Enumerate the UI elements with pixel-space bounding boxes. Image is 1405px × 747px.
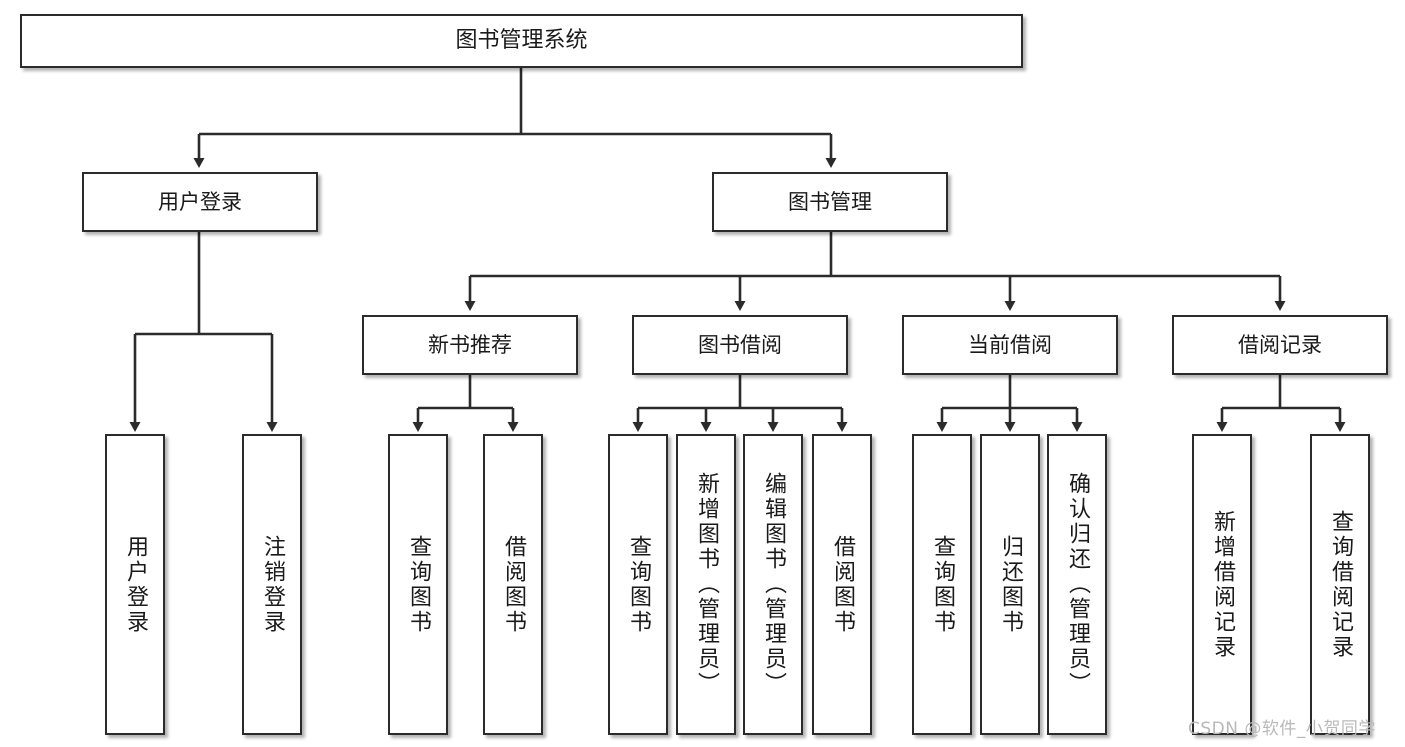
node-leaf-borrow-book-2[interactable]: 借阅图书 <box>812 434 872 735</box>
node-book-borrow-label: 图书借阅 <box>698 332 782 357</box>
node-leaf-query-record-label: 查询借阅记录 <box>1328 509 1353 660</box>
node-root[interactable]: 图书管理系统 <box>20 14 1023 68</box>
node-leaf-add-record[interactable]: 新增借阅记录 <box>1192 434 1252 735</box>
csdn-watermark: CSDN @软件_小贺同学 <box>1188 719 1376 739</box>
node-book-manage-label: 图书管理 <box>788 189 872 214</box>
node-leaf-query-book-3[interactable]: 查询图书 <box>912 434 972 735</box>
node-leaf-borrow-book-1-label: 借阅图书 <box>501 534 526 635</box>
node-leaf-add-record-label: 新增借阅记录 <box>1210 509 1235 660</box>
node-leaf-user-logout[interactable]: 注销登录 <box>242 434 302 735</box>
node-leaf-add-book-label: 新增图书（管理员） <box>694 472 719 697</box>
node-leaf-query-book-2[interactable]: 查询图书 <box>608 434 668 735</box>
node-new-book-recommend[interactable]: 新书推荐 <box>362 315 578 375</box>
node-leaf-query-book-2-label: 查询图书 <box>626 534 651 635</box>
node-leaf-return-book[interactable]: 归还图书 <box>980 434 1040 735</box>
node-leaf-query-book-1-label: 查询图书 <box>406 534 431 635</box>
node-current-borrow-label: 当前借阅 <box>968 332 1052 357</box>
node-leaf-return-book-label: 归还图书 <box>998 534 1023 635</box>
node-leaf-confirm-return-label: 确认归还（管理员） <box>1065 472 1090 697</box>
node-leaf-edit-book-label: 编辑图书（管理员） <box>761 472 786 697</box>
node-leaf-borrow-book-1[interactable]: 借阅图书 <box>483 434 543 735</box>
node-user-login-label: 用户登录 <box>158 189 242 214</box>
node-book-manage[interactable]: 图书管理 <box>712 172 948 232</box>
node-leaf-user-login-label: 用户登录 <box>123 534 148 635</box>
node-book-borrow[interactable]: 图书借阅 <box>632 315 848 375</box>
node-leaf-add-book[interactable]: 新增图书（管理员） <box>676 434 736 735</box>
node-root-label: 图书管理系统 <box>455 28 588 54</box>
node-leaf-confirm-return[interactable]: 确认归还（管理员） <box>1047 434 1107 735</box>
node-user-login[interactable]: 用户登录 <box>82 172 318 232</box>
node-new-book-recommend-label: 新书推荐 <box>428 332 512 357</box>
node-leaf-user-login[interactable]: 用户登录 <box>105 434 165 735</box>
node-leaf-query-book-3-label: 查询图书 <box>930 534 955 635</box>
node-borrow-record-label: 借阅记录 <box>1238 332 1322 357</box>
node-leaf-query-book-1[interactable]: 查询图书 <box>388 434 448 735</box>
node-leaf-user-logout-label: 注销登录 <box>260 534 285 635</box>
node-borrow-record[interactable]: 借阅记录 <box>1172 315 1388 375</box>
node-current-borrow[interactable]: 当前借阅 <box>902 315 1118 375</box>
node-leaf-query-record[interactable]: 查询借阅记录 <box>1310 434 1370 735</box>
node-leaf-borrow-book-2-label: 借阅图书 <box>830 534 855 635</box>
node-leaf-edit-book[interactable]: 编辑图书（管理员） <box>743 434 803 735</box>
